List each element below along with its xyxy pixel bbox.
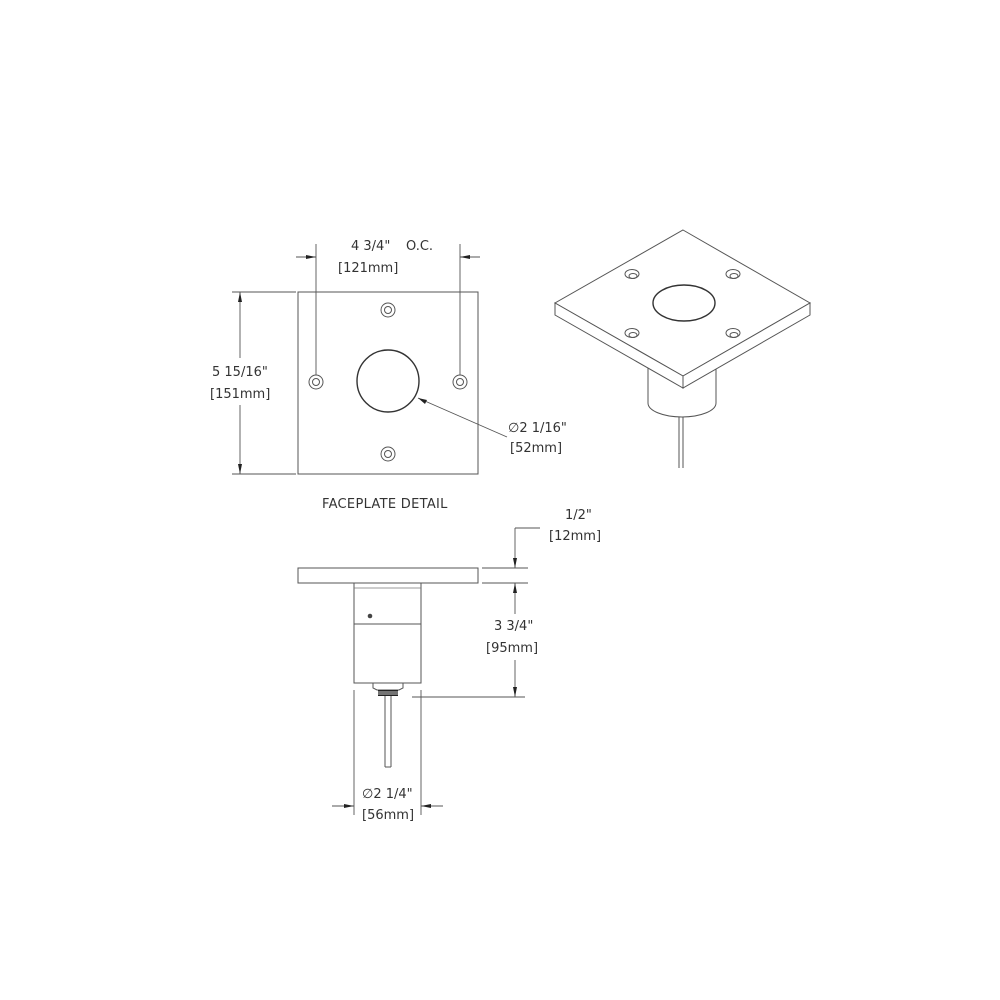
height-imperial: 5 15/16" <box>212 365 268 380</box>
plate-thickness-metric: [12mm] <box>549 529 601 544</box>
set-screw <box>367 613 373 619</box>
center-hole-diameter-metric: [52mm] <box>510 441 562 456</box>
side-plate <box>297 567 479 584</box>
mounting-hole-left <box>308 374 324 390</box>
mounting-hole-bottom <box>380 446 396 462</box>
faceplate-detail-title: FACEPLATE DETAIL <box>322 497 448 512</box>
iso-plate-top <box>553 229 812 377</box>
hole-spacing-suffix: O.C. <box>406 239 433 254</box>
mounting-hole-right <box>452 374 468 390</box>
side-body <box>353 582 422 684</box>
iso-center-hole <box>652 284 716 322</box>
side-view: 1/2" [12mm] 3 3/4" [95mm] ∅2 1/4" [56mm] <box>297 508 601 823</box>
faceplate-detail-view: 4 3/4" O.C. [121mm] 5 15/16" [151mm] ∅2 … <box>210 239 567 512</box>
isometric-view <box>553 229 812 468</box>
hole-spacing-imperial: 4 3/4" <box>351 239 390 254</box>
faceplate-outline <box>297 291 479 475</box>
body-depth-imperial: 3 3/4" <box>494 619 533 634</box>
center-hole <box>356 349 420 413</box>
body-diameter-imperial: ∅2 1/4" <box>362 787 413 802</box>
mounting-hole-top <box>380 302 396 318</box>
height-metric: [151mm] <box>210 387 270 402</box>
hole-spacing-metric: [121mm] <box>338 261 398 276</box>
body-depth-metric: [95mm] <box>486 641 538 656</box>
plate-thickness-imperial: 1/2" <box>565 508 592 523</box>
center-hole-diameter-imperial: ∅2 1/16" <box>508 421 567 436</box>
body-diameter-metric: [56mm] <box>362 808 414 823</box>
iso-mounting-holes <box>624 269 741 338</box>
